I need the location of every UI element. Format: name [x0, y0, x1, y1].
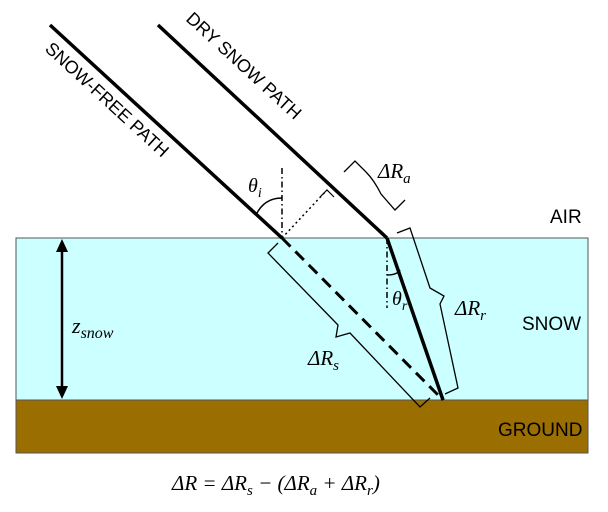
- brace-delta-r-s: [267, 242, 431, 408]
- snow-free-path-label: SNOW-FREE PATH: [41, 38, 172, 161]
- air-label: AIR: [550, 207, 582, 228]
- delta-r-a-label: ΔRa: [377, 159, 411, 187]
- equation: ΔR = ΔRs − (ΔRa + ΔRr): [171, 471, 380, 499]
- snow-label: SNOW: [522, 314, 581, 335]
- perpendicular-dotted-line: [281, 189, 328, 239]
- snow-layer: [15, 237, 589, 401]
- theta-i-arc: [255, 197, 283, 216]
- snow-free-path-line: [48, 23, 284, 240]
- refracted-path-line: [385, 237, 445, 401]
- right-angle-marker: [319, 189, 335, 198]
- theta-i-label: θi: [248, 175, 262, 201]
- theta-r-arc: [386, 269, 401, 276]
- ground-label: GROUND: [498, 420, 582, 441]
- delta-r-s-label: ΔRs: [307, 346, 339, 374]
- delta-r-r-label: ΔRr: [454, 296, 486, 324]
- dry-snow-path-line: [156, 23, 389, 240]
- z-snow-arrow-bottom: [56, 386, 68, 399]
- snow-free-continuation-dashed: [280, 236, 445, 402]
- ground-layer: [15, 399, 589, 454]
- brace-delta-r-r: [396, 227, 459, 395]
- z-snow-label: zsnow: [71, 313, 114, 342]
- brace-delta-r-a: [343, 160, 406, 211]
- z-snow-arrow-top: [56, 239, 68, 252]
- theta-r-label: θr: [392, 288, 408, 314]
